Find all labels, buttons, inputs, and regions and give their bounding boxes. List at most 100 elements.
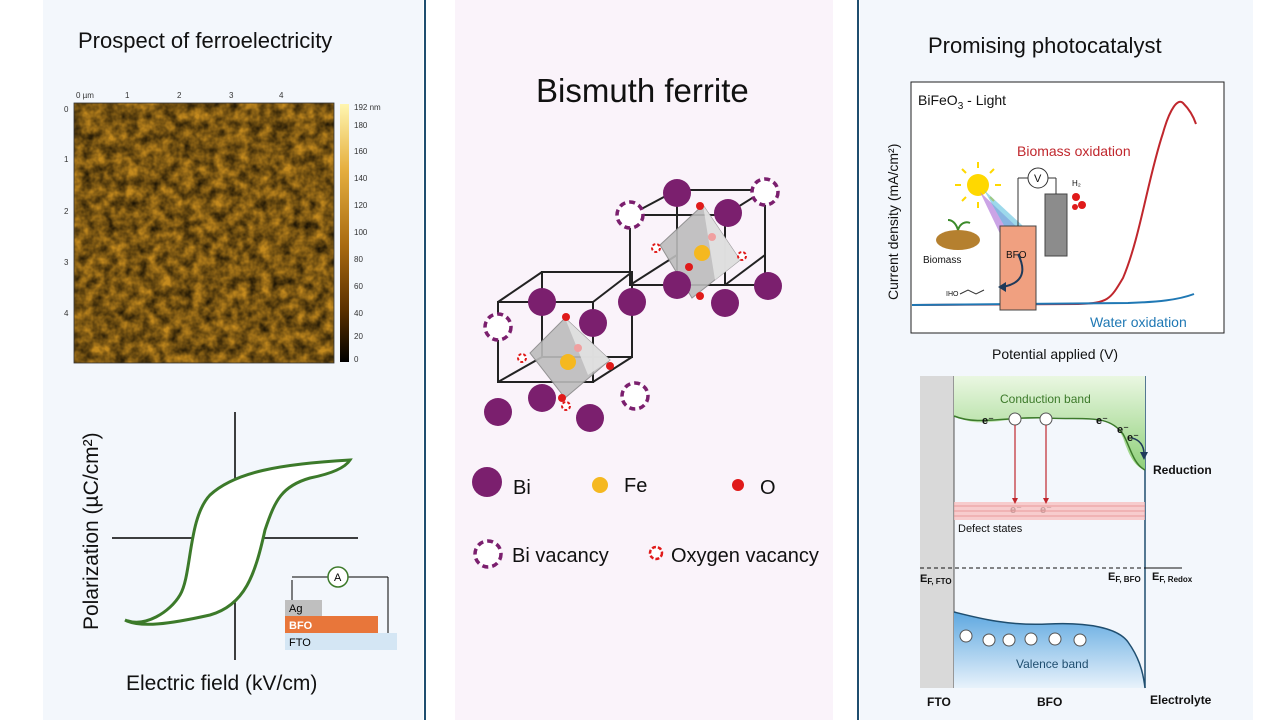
product-molecule — [959, 289, 985, 295]
voltmeter-label: V — [1034, 173, 1042, 185]
ef-bfo-label: EF, BFO — [1108, 571, 1141, 584]
bfo-electrode-label: BFO — [1006, 250, 1027, 261]
ammeter-label: A — [334, 572, 342, 584]
hole-icon — [1073, 633, 1087, 647]
chart-x-label: Potential applied (V) — [992, 346, 1118, 362]
sprout-icon — [947, 219, 971, 231]
afm-scale-tick: 120 — [354, 201, 368, 210]
layer-ag — [285, 600, 322, 616]
ef-fto-label: EF, FTO — [920, 573, 952, 586]
bi-atom — [618, 288, 646, 316]
layer-ag-label: Ag — [289, 603, 302, 615]
h2-label: H₂ — [1072, 179, 1081, 188]
water-curve — [911, 293, 1195, 306]
afm-scale-tick: 100 — [354, 228, 368, 237]
layer-fto-label: FTO — [289, 637, 311, 649]
afm-y-tick: 3 — [64, 258, 69, 267]
fe-atom — [560, 354, 576, 370]
right-title: Promising photocatalyst — [928, 33, 1162, 58]
o-atom-faded — [574, 344, 582, 352]
left-title: Prospect of ferroelectricity — [78, 28, 333, 53]
afm-scale-tick: 0 — [354, 355, 359, 364]
afm-color-scale — [340, 104, 349, 362]
afm-x-tick: 4 — [279, 91, 284, 100]
afm-scale-tick: 80 — [354, 255, 363, 264]
sun-icon — [967, 174, 989, 196]
legend-fe-swatch — [592, 477, 608, 493]
o-atom — [696, 202, 704, 210]
bfo-label: BFO — [1037, 695, 1062, 709]
o-atom — [558, 394, 566, 402]
bi-atom — [579, 309, 607, 337]
hole-icon — [1048, 632, 1062, 646]
legend-bi-vacancy-swatch — [473, 539, 503, 569]
hysteresis-y-label: Polarization (µC/cm²) — [80, 432, 103, 630]
middle-title: Bismuth ferrite — [536, 72, 749, 109]
biomass-icon-label: Biomass — [923, 255, 961, 266]
defect-states-label: Defect states — [958, 523, 1023, 535]
bi-atom — [528, 288, 556, 316]
biomass-label: Biomass oxidation — [1017, 143, 1131, 159]
o-atom — [562, 313, 570, 321]
legend-o-vacancy-label: Oxygen vacancy — [671, 545, 819, 567]
bi-atom — [484, 398, 512, 426]
o-vacancy — [651, 243, 661, 253]
o-atom — [685, 263, 693, 271]
bfo-electrode — [999, 225, 1037, 311]
legend-fe-label: Fe — [624, 475, 647, 497]
o-vacancy — [561, 401, 571, 411]
o-vacancy — [517, 353, 527, 363]
electron-label: e⁻ — [1117, 424, 1129, 436]
ef-redox-label: EF, Redox — [1152, 571, 1193, 584]
h2-bubble — [1072, 204, 1078, 210]
bi-atom — [528, 384, 556, 412]
legend-o-vacancy-swatch — [648, 545, 664, 561]
hole-icon — [1008, 412, 1022, 426]
bi-vacancy — [615, 200, 645, 230]
bi-atom — [576, 404, 604, 432]
band-diagram: Conduction band Valence band e⁻ e⁻ e⁻ e⁻… — [920, 376, 1212, 709]
afm-scale-tick: 160 — [354, 147, 368, 156]
hole-icon — [1002, 633, 1016, 647]
o-atom — [696, 292, 704, 300]
biomass-icon — [936, 230, 980, 250]
layer-bfo — [285, 616, 378, 633]
product-label: IHO — [946, 291, 959, 298]
voltmeter-icon — [1027, 167, 1049, 189]
afm-scale-tick: 60 — [354, 282, 363, 291]
chart-frame — [910, 81, 1225, 334]
bi-vacancy — [750, 177, 780, 207]
valence-band — [954, 612, 1145, 688]
fto-layer — [920, 376, 954, 688]
h2-bubble — [1072, 193, 1080, 201]
bi-atom — [663, 179, 691, 207]
afm-scale-tick: 140 — [354, 174, 368, 183]
electron-label: e⁻ — [982, 415, 994, 427]
divider-right — [857, 0, 859, 720]
hole-icon — [982, 633, 996, 647]
chart-y-label: Current density (mA/cm²) — [885, 144, 901, 300]
bi-atom — [754, 272, 782, 300]
hysteresis-loop — [124, 458, 353, 626]
afm-image: 0 µm 1 2 3 4 0 1 2 3 4 192 nm 180 160 14… — [64, 91, 381, 364]
afm-x-tick: 1 — [125, 91, 130, 100]
h2-bubble — [1078, 201, 1086, 209]
bi-vacancy — [483, 312, 513, 342]
bi-atom — [711, 289, 739, 317]
o-atom — [606, 362, 614, 370]
layer-bfo-label: BFO — [289, 620, 313, 632]
divider-left — [424, 0, 426, 720]
ammeter-icon — [327, 566, 349, 588]
hole-icon — [959, 629, 973, 643]
legend-o-label: O — [760, 477, 776, 499]
layer-fto — [285, 633, 397, 650]
crystal-structure — [483, 177, 782, 432]
fto-label: FTO — [927, 695, 951, 709]
hole-icon — [1039, 412, 1053, 426]
conversion-arrow — [1001, 253, 1024, 288]
conduction-band — [954, 376, 1145, 470]
afm-y-tick: 1 — [64, 155, 69, 164]
legend-bi-vacancy-label: Bi vacancy — [512, 545, 609, 567]
afm-scale-tick: 40 — [354, 309, 363, 318]
afm-scale-tick: 20 — [354, 332, 363, 341]
